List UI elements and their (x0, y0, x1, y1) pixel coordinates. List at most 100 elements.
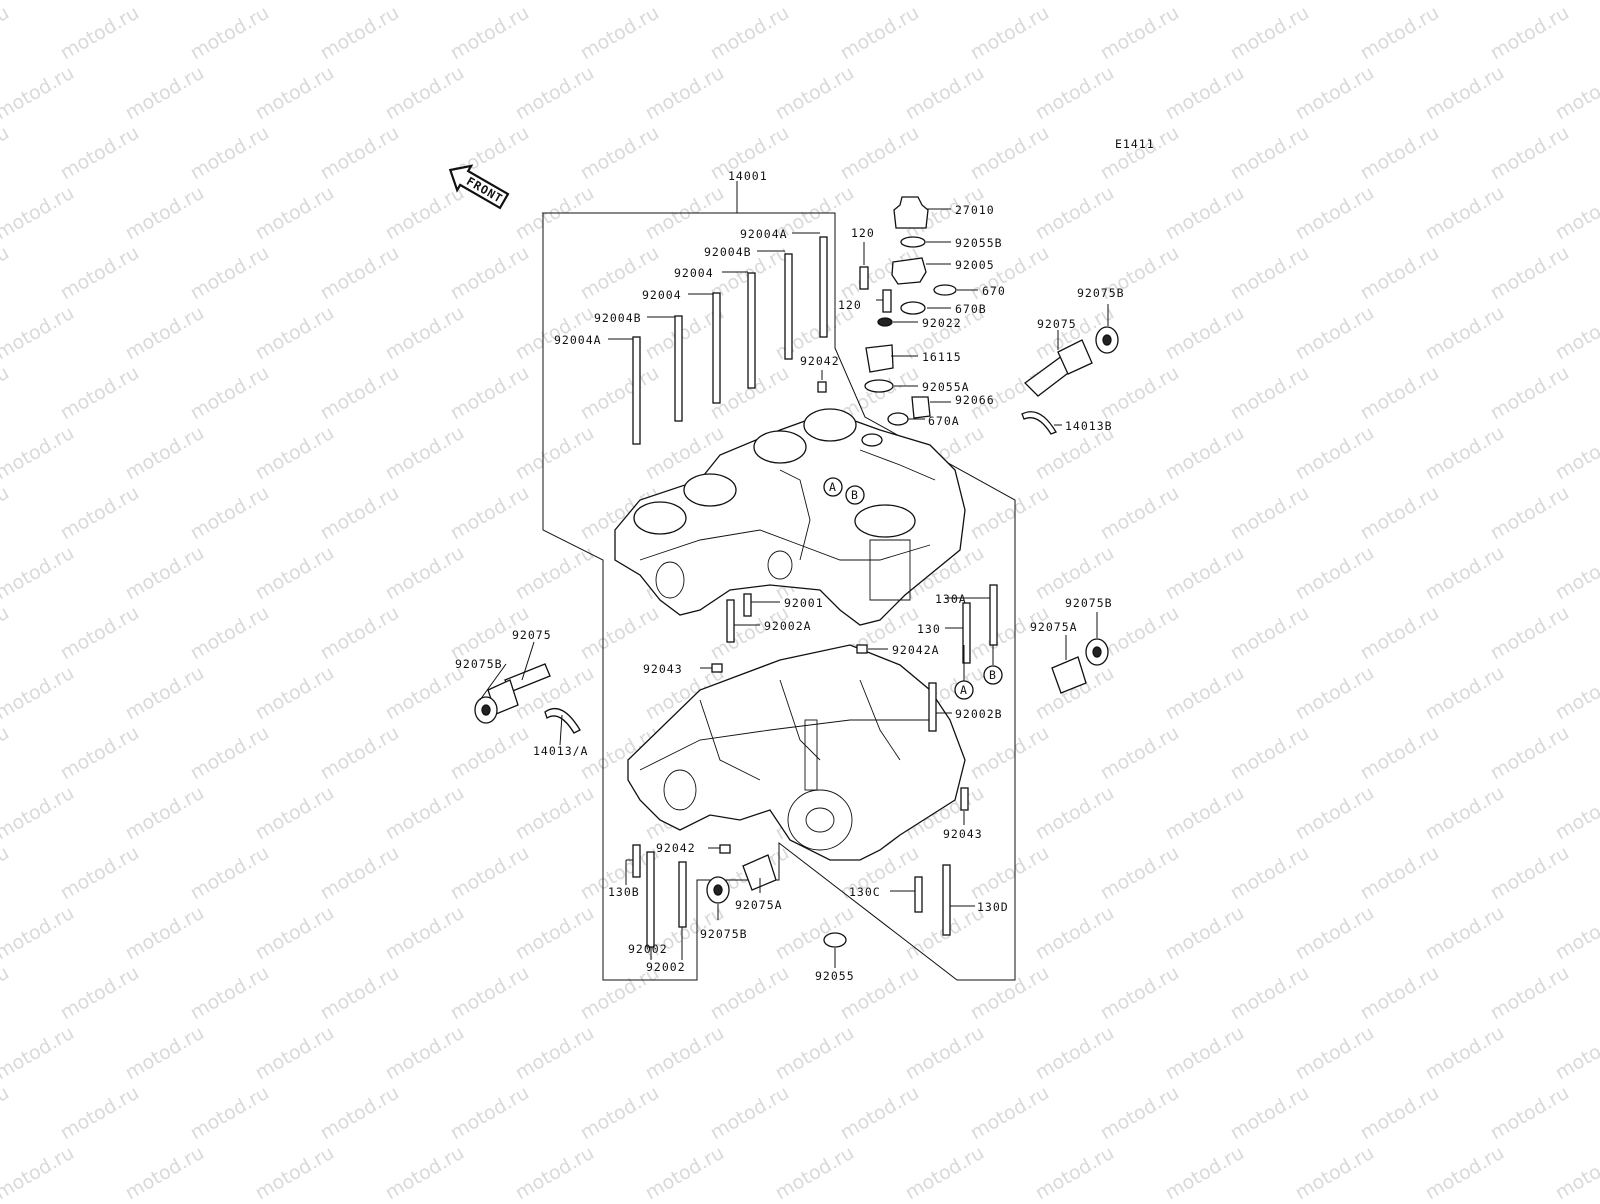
label-92075A-right: 92075A (1030, 620, 1078, 634)
watermark-text: motod.ru (1097, 842, 1183, 905)
watermark-text: motod.ru (0, 1142, 78, 1200)
label-14013B: 14013B (1065, 419, 1113, 433)
watermark-text: motod.ru (187, 602, 273, 665)
label-670B: 670B (955, 302, 987, 316)
watermark-text: motod.ru (447, 2, 533, 65)
watermark-text: motod.ru (1097, 602, 1183, 665)
label-16115: 16115 (922, 350, 962, 364)
watermark-text: motod.ru (1097, 482, 1183, 545)
watermark-text: motod.ru (382, 0, 468, 4)
watermark-text: motod.ru (1552, 1142, 1600, 1200)
label-92043-upper: 92043 (643, 662, 683, 676)
watermark-text: motod.ru (187, 962, 273, 1025)
watermark-text: motod.ru (57, 602, 143, 665)
watermark-text: motod.ru (0, 1082, 13, 1145)
watermark-text: motod.ru (1162, 1142, 1248, 1200)
watermark-text: motod.ru (187, 1082, 273, 1145)
watermark-text: motod.ru (642, 62, 728, 125)
watermark-text: motod.ru (902, 1142, 988, 1200)
watermark-text: motod.ru (1552, 1022, 1600, 1085)
watermark-text: motod.ru (252, 1022, 338, 1085)
watermark-text: motod.ru (1162, 662, 1248, 725)
watermark-text: motod.ru (122, 782, 208, 845)
watermark-text: motod.ru (837, 122, 923, 185)
watermark-text: motod.ru (252, 62, 338, 125)
diagram-code: E1411 (1115, 137, 1155, 151)
watermark-text: motod.ru (122, 422, 208, 485)
watermark-text: motod.ru (382, 302, 468, 365)
label-130C: 130C (849, 885, 881, 899)
watermark-text: motod.ru (642, 1142, 728, 1200)
watermark-text: motod.ru (447, 482, 533, 545)
label-130A: 130A (935, 592, 967, 606)
label-92075B-right: 92075B (1065, 596, 1113, 610)
watermark-text: motod.ru (1227, 122, 1313, 185)
watermark-text: motod.ru (1032, 0, 1118, 4)
watermark-text: motod.ru (0, 122, 13, 185)
label-92066: 92066 (955, 393, 995, 407)
watermark-text: motod.ru (57, 2, 143, 65)
watermark-text: motod.ru (1422, 302, 1508, 365)
watermark-text: motod.ru (0, 302, 78, 365)
label-92075A-lower: 92075A (735, 898, 783, 912)
watermark-text: motod.ru (707, 2, 793, 65)
watermark-text: motod.ru (1357, 1082, 1443, 1145)
watermark-text: motod.ru (122, 0, 208, 4)
watermark-text: motod.ru (902, 62, 988, 125)
label-92002B: 92002B (955, 707, 1003, 721)
watermark-text: motod.ru (1097, 362, 1183, 425)
watermark-text: motod.ru (1487, 362, 1573, 425)
watermark-text: motod.ru (772, 0, 858, 4)
stud-92004A-lower (633, 337, 640, 444)
watermark-text: motod.ru (0, 782, 78, 845)
watermark-text: motod.ru (1162, 422, 1248, 485)
watermark-text: motod.ru (382, 182, 468, 245)
watermark-text: motod.ru (1357, 2, 1443, 65)
watermark-text: motod.ru (1227, 482, 1313, 545)
watermark-text: motod.ru (1227, 1082, 1313, 1145)
watermark-text: motod.ru (382, 62, 468, 125)
label-14001: 14001 (728, 169, 768, 183)
label-92075-upper: 92075 (1037, 317, 1077, 331)
watermark-text: motod.ru (512, 62, 598, 125)
stud-92004B-upper (785, 254, 792, 359)
label-92004A-upper: 92004A (740, 227, 788, 241)
watermark-text: motod.ru (252, 902, 338, 965)
watermark-text: motod.ru (1032, 782, 1118, 845)
watermark-text: motod.ru (0, 602, 13, 665)
label-92075B-upper: 92075B (1077, 286, 1125, 300)
watermark-text: motod.ru (0, 362, 13, 425)
label-14013A: 14013/A (533, 744, 588, 758)
watermark-text: motod.ru (1227, 842, 1313, 905)
watermark-text: motod.ru (1422, 0, 1508, 4)
watermark-text: motod.ru (57, 842, 143, 905)
watermark-text: motod.ru (57, 722, 143, 785)
watermark-text: motod.ru (1552, 542, 1600, 605)
watermark-text: motod.ru (122, 302, 208, 365)
watermark-text: motod.ru (707, 962, 793, 1025)
watermark-text: motod.ru (1422, 1142, 1508, 1200)
watermark-text: motod.ru (317, 242, 403, 305)
watermark-text: motod.ru (382, 1022, 468, 1085)
label-130D: 130D (977, 900, 1009, 914)
label-92055: 92055 (815, 969, 855, 983)
watermark-text: motod.ru (252, 422, 338, 485)
watermark-text: motod.ru (1292, 902, 1378, 965)
watermark-text: motod.ru (187, 242, 273, 305)
watermark-text: motod.ru (317, 602, 403, 665)
watermark-text: motod.ru (1162, 902, 1248, 965)
watermark-text: motod.ru (0, 482, 13, 545)
watermark-text: motod.ru (707, 1082, 793, 1145)
watermark-text: motod.ru (1422, 662, 1508, 725)
watermark-text: motod.ru (252, 302, 338, 365)
watermark-text: motod.ru (1032, 902, 1118, 965)
watermark-text: motod.ru (1487, 962, 1573, 1025)
watermark-text: motod.ru (1487, 2, 1573, 65)
watermark-text: motod.ru (252, 662, 338, 725)
watermark-text: motod.ru (252, 1142, 338, 1200)
stud-92004A-upper (820, 237, 827, 337)
watermark-text: motod.ru (382, 542, 468, 605)
label-92004B-upper: 92004B (704, 245, 752, 259)
watermark-text: motod.ru (317, 842, 403, 905)
watermark-text: motod.ru (1292, 302, 1378, 365)
